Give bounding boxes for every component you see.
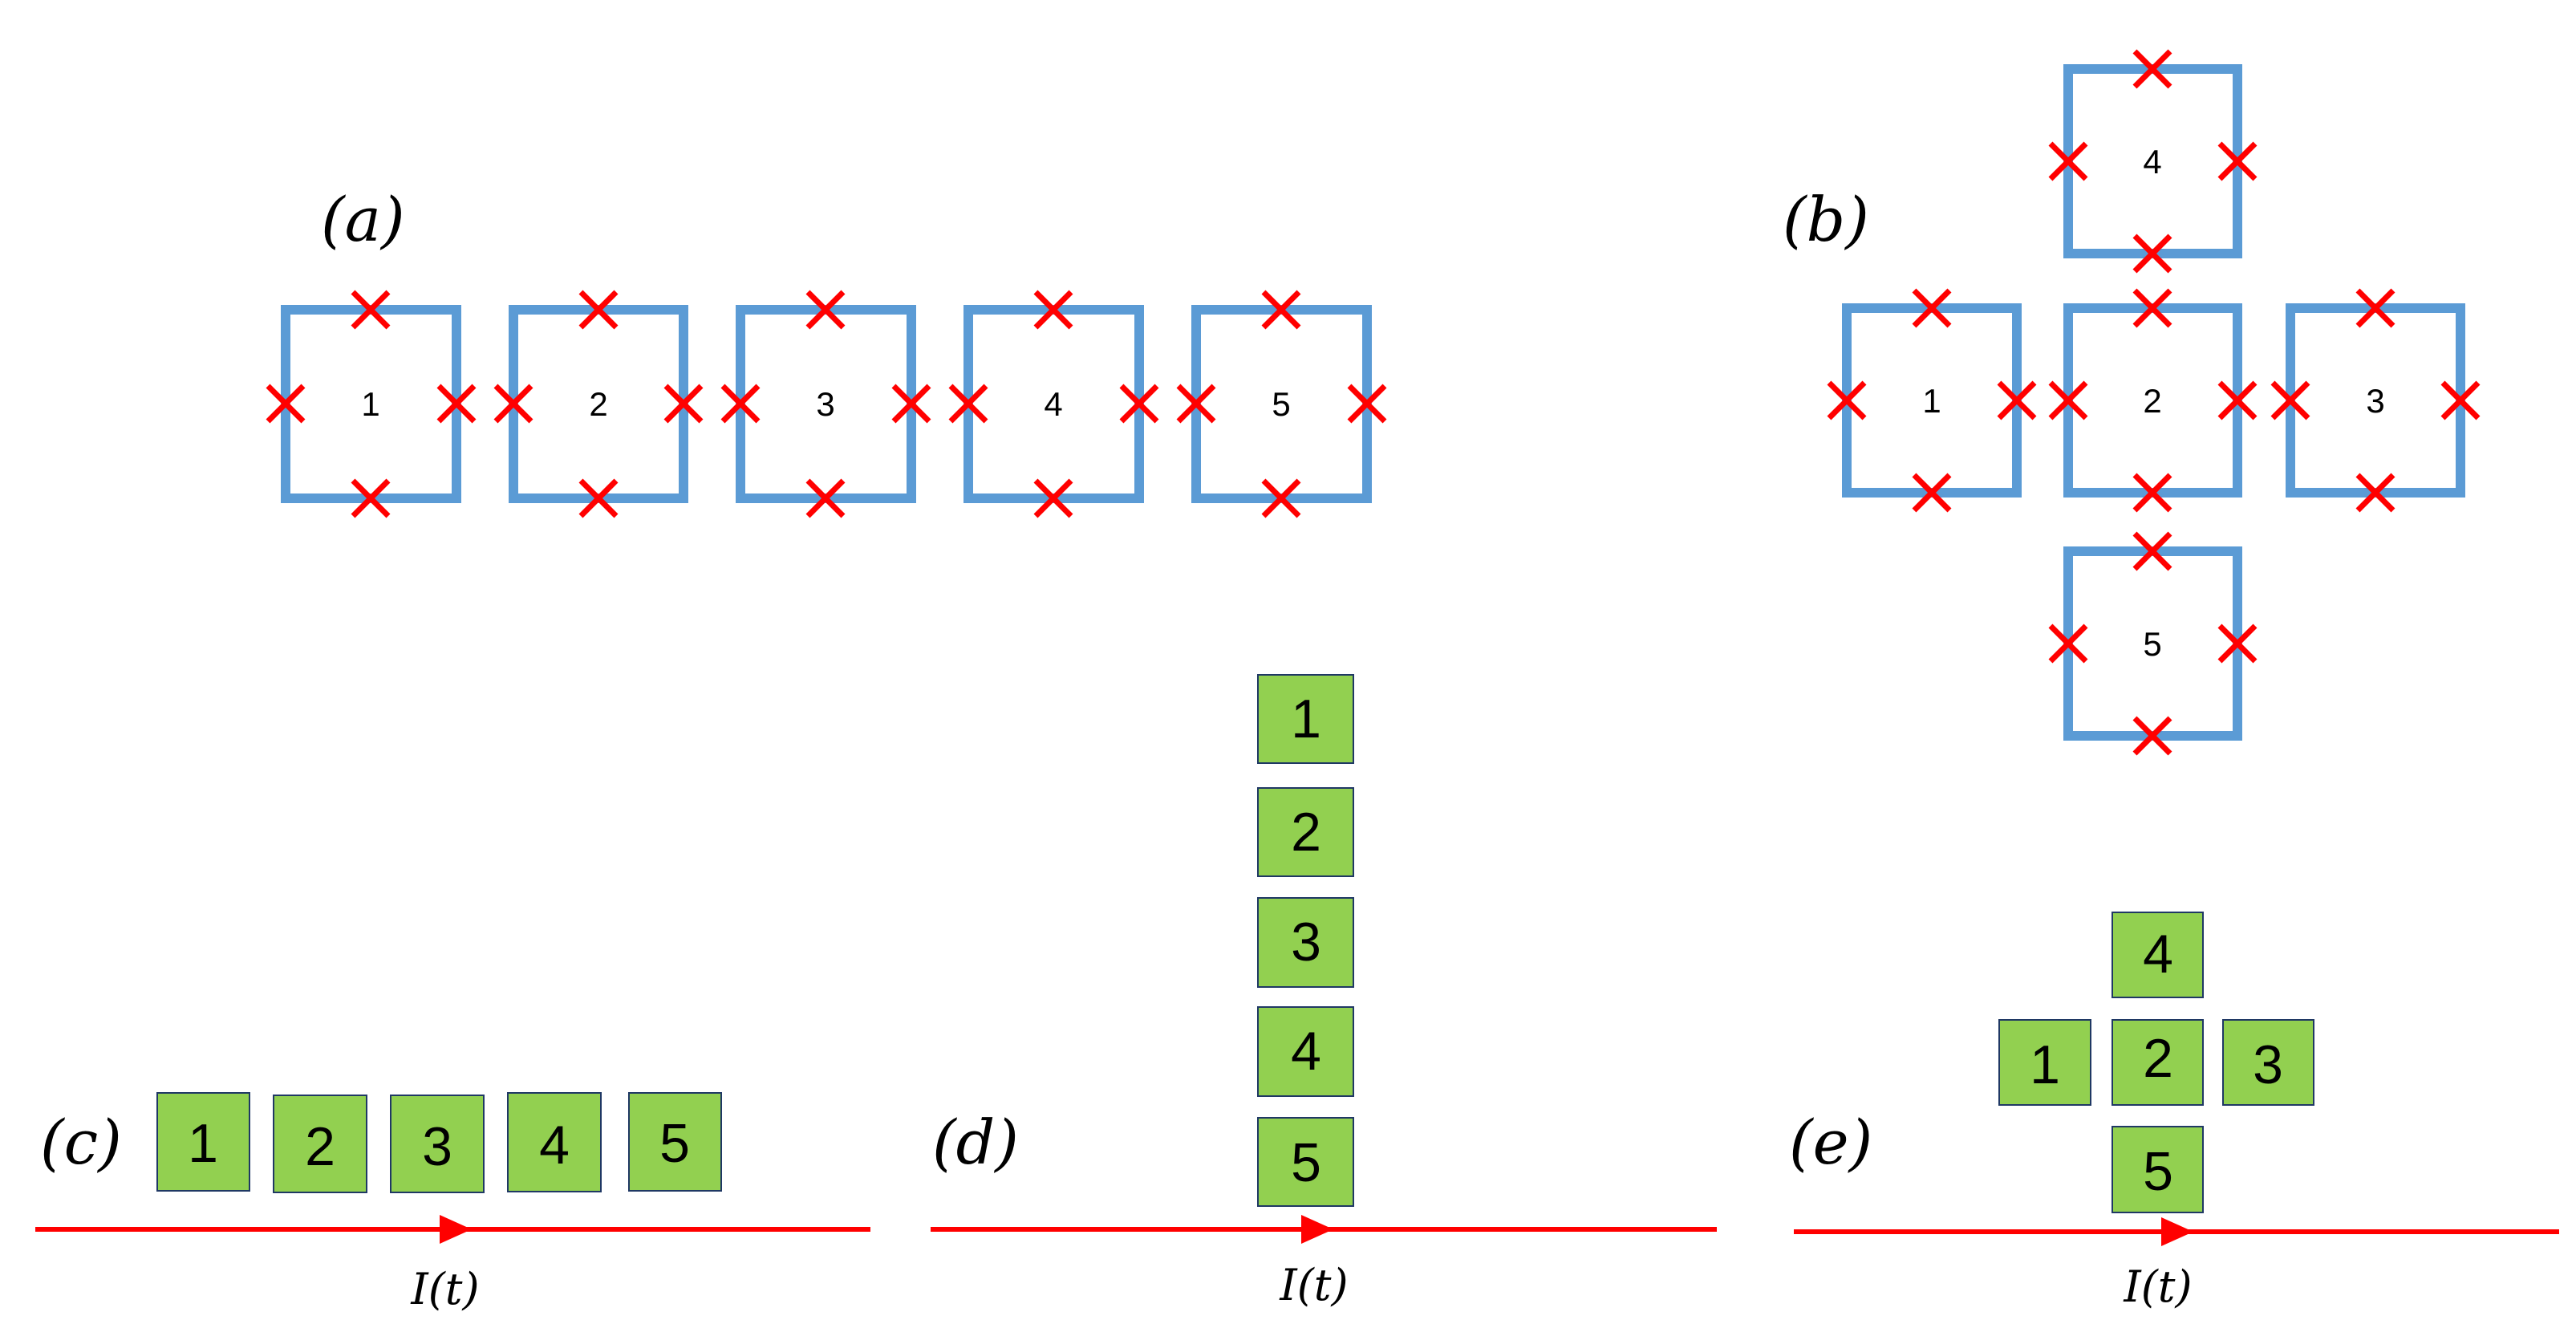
current-label: I(t) [410, 1264, 479, 1314]
block-square [1257, 1117, 1354, 1207]
loop-cell: 5 [2051, 534, 2255, 753]
loop-cell: 2 [2051, 290, 2255, 510]
block-square [2222, 1019, 2314, 1106]
loop-label: 5 [1272, 385, 1290, 423]
panel-b: (b) 4 1 2 [1783, 51, 2478, 753]
block: 2 [2112, 1019, 2204, 1106]
loop-label: 1 [361, 385, 379, 423]
block-square [390, 1095, 485, 1193]
block: 3 [390, 1095, 485, 1193]
block-label: 2 [305, 1116, 335, 1177]
block-square [1257, 787, 1354, 877]
block-label: 4 [1291, 1021, 1321, 1082]
block: 1 [156, 1092, 250, 1192]
block: 5 [2112, 1126, 2204, 1213]
loop-label: 5 [2143, 625, 2161, 663]
block: 3 [1257, 897, 1354, 988]
block: 4 [1257, 1006, 1354, 1097]
loop-cell: 5 [1178, 292, 1385, 516]
panel-a-label: (a) [321, 184, 405, 255]
block-label: 2 [1291, 802, 1321, 863]
loop-cell: 4 [2051, 51, 2255, 271]
block-square [1257, 674, 1354, 764]
block-square [628, 1092, 722, 1192]
block-square [2112, 912, 2204, 998]
block: 4 [507, 1092, 602, 1192]
loop-cell: 3 [723, 292, 929, 516]
block-square [156, 1092, 250, 1192]
block-label: 4 [539, 1115, 570, 1176]
panel-b-label: (b) [1783, 184, 1869, 255]
block-label: 3 [2253, 1034, 2283, 1095]
block-label: 2 [2143, 1028, 2173, 1089]
block-label: 1 [188, 1113, 218, 1174]
block-square [1257, 897, 1354, 988]
loop-label: 2 [589, 385, 607, 423]
block-square [1257, 1006, 1354, 1097]
panel-c: (c) 1 2 3 4 5 I(t) [35, 1092, 870, 1314]
block-label: 3 [1291, 912, 1321, 973]
loop-cell: 1 [268, 292, 474, 516]
block: 1 [1257, 674, 1354, 764]
loop-label: 3 [816, 385, 834, 423]
block: 3 [2222, 1019, 2314, 1106]
loop-cell: 1 [1829, 290, 2034, 510]
panel-a: (a) 1 2 3 [268, 184, 1385, 516]
panel-e: (e) 4 1 2 3 5 I(t) [1789, 912, 2559, 1312]
panel-d: (d) 1 2 3 4 5 I(t) [931, 674, 1717, 1310]
block-label: 1 [1291, 688, 1321, 749]
current-label: I(t) [2123, 1261, 2192, 1312]
block: 2 [1257, 787, 1354, 877]
loop-label: 4 [1044, 385, 1062, 423]
block: 4 [2112, 912, 2204, 998]
block-label: 5 [1291, 1132, 1321, 1193]
block: 1 [1998, 1019, 2091, 1106]
block-square [1998, 1019, 2091, 1106]
block-label: 4 [2143, 924, 2173, 985]
loop-cell: 3 [2273, 290, 2478, 510]
loop-cell: 4 [951, 292, 1157, 516]
block: 5 [1257, 1117, 1354, 1207]
block-label: 1 [2030, 1034, 2060, 1095]
loop-label: 4 [2143, 143, 2161, 181]
block-label: 5 [659, 1113, 690, 1174]
loop-label: 2 [2143, 382, 2161, 420]
current-arrow-icon [1301, 1215, 1333, 1244]
loop-cell: 2 [496, 292, 701, 516]
block: 2 [273, 1095, 367, 1193]
loop-label: 3 [2366, 382, 2384, 420]
panel-c-label: (c) [40, 1107, 122, 1178]
block-square [507, 1092, 602, 1192]
block-square [2112, 1126, 2204, 1213]
panel-d-label: (d) [932, 1107, 1019, 1178]
current-label: I(t) [1279, 1260, 1348, 1310]
current-arrow-icon [2161, 1217, 2193, 1246]
block: 5 [628, 1092, 722, 1192]
loop-label: 1 [1922, 382, 1941, 420]
block-square [2112, 1019, 2204, 1106]
block-label: 3 [422, 1116, 452, 1177]
block-label: 5 [2143, 1141, 2173, 1202]
panel-e-label: (e) [1789, 1107, 1872, 1178]
current-arrow-icon [440, 1215, 472, 1244]
block-square [273, 1095, 367, 1193]
